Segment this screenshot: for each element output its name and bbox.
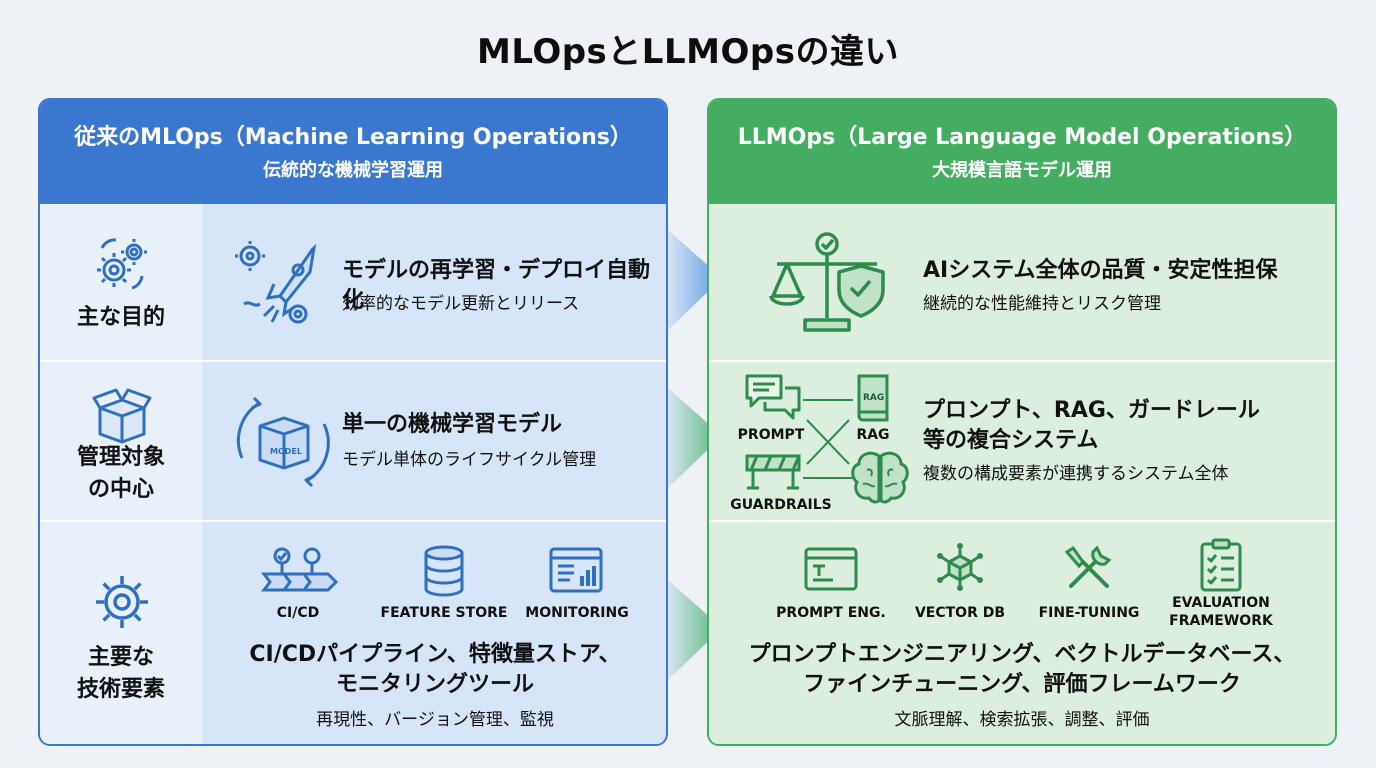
prompt-label: PROMPT xyxy=(737,427,805,443)
mlops-row-purpose: 主な目的 モデルの再学習・デプロイ自動化 効率的なモデル更新とリリース xyxy=(40,204,666,360)
category-target-label-2: の中心 xyxy=(87,477,154,502)
category-target: 管理対象 の中心 xyxy=(40,362,202,520)
mlops-tech-title-1: CI/CDパイプライン、特徴量ストア、 xyxy=(249,642,621,667)
llmops-tech-title-2: ファインチューニング、評価フレームワーク xyxy=(803,672,1241,697)
gear-icon xyxy=(96,576,148,628)
mlops-purpose-content: モデルの再学習・デプロイ自動化 効率的なモデル更新とリリース xyxy=(202,204,666,360)
category-purpose: 主な目的 xyxy=(40,204,202,360)
terminal-icon xyxy=(804,547,858,591)
tool-vector-db-label: VECTOR DB xyxy=(914,605,1006,621)
tool-prompt-eng-label: PROMPT ENG. xyxy=(776,605,886,621)
category-target-label-1: 管理対象 xyxy=(76,445,165,470)
rocket-gears-icon xyxy=(235,241,317,324)
category-purpose-label: 主な目的 xyxy=(76,305,165,330)
chat-bubbles-icon xyxy=(745,374,801,420)
llmops-purpose-content: AIシステム全体の品質・安定性担保 継続的な性能維持とリスク管理 xyxy=(709,204,1335,360)
llmops-row-target: PROMPT RAG RAG xyxy=(709,362,1335,520)
divider xyxy=(709,360,1335,362)
mlops-target-title: 単一の機械学習モデル xyxy=(342,412,563,437)
arrow-tech xyxy=(668,580,722,680)
pipeline-icon xyxy=(261,547,338,592)
mlops-target-desc: モデル単体のライフサイクル管理 xyxy=(342,450,597,470)
llmops-row-tech: PROMPT ENG. VECTOR DB FINE-TU xyxy=(709,522,1335,744)
llmops-target-title-1: プロンプト、RAG、ガードレール xyxy=(923,398,1260,423)
llmops-target-title-2: 等の複合システム xyxy=(923,428,1099,453)
mlops-header: 従来のMLOps（Machine Learning Operations） 伝統… xyxy=(40,100,666,204)
llmops-tech-title-1: プロンプトエンジニアリング、ベクトルデータベース、 xyxy=(748,642,1296,667)
llmops-target-content: PROMPT RAG RAG xyxy=(709,362,1335,520)
llmops-purpose-title: AIシステム全体の品質・安定性担保 xyxy=(923,258,1278,283)
llmops-row-purpose: AIシステム全体の品質・安定性担保 継続的な性能維持とリスク管理 xyxy=(709,204,1335,360)
llmops-purpose-desc: 継続的な性能維持とリスク管理 xyxy=(923,294,1161,314)
rag-book-text: RAG xyxy=(863,393,884,403)
tool-feature-store-label: FEATURE STORE xyxy=(380,605,508,621)
arrow-purpose xyxy=(668,230,722,330)
tool-eval-framework-label-2: FRAMEWORK xyxy=(1169,613,1273,629)
category-tech: 主要な 技術要素 xyxy=(40,522,202,744)
tool-cicd-label: CI/CD xyxy=(276,605,320,621)
mlops-header-title: 従来のMLOps（Machine Learning Operations） xyxy=(74,125,632,150)
model-cycle-icon: MODEL xyxy=(236,396,330,488)
mlops-row-tech: 主要な 技術要素 CI/CD FEATU xyxy=(40,522,666,744)
guardrail-barrier-icon xyxy=(745,454,801,490)
category-tech-label-2: 技術要素 xyxy=(76,677,165,702)
connections-icon xyxy=(803,399,853,479)
model-box-label: MODEL xyxy=(270,447,302,456)
llmops-header-title: LLMOps（Large Language Model Operations） xyxy=(737,125,1307,150)
wrench-screwdriver-icon xyxy=(1064,545,1112,588)
database-icon xyxy=(424,545,464,597)
balance-shield-icon xyxy=(769,232,885,332)
llmops-target-desc: 複数の構成要素が連携するシステム全体 xyxy=(923,464,1229,484)
vector-cube-icon xyxy=(937,543,983,591)
mlops-tech-content: CI/CD FEATURE STORE MONITORIN xyxy=(202,522,666,744)
mlops-row-target: 管理対象 の中心 MODEL 単一の機械学習モデル モデル単体のライフサイクル管… xyxy=(40,362,666,520)
box-icon xyxy=(92,388,152,444)
divider xyxy=(709,520,1335,522)
mlops-purpose-desc: 効率的なモデル更新とリリース xyxy=(342,294,580,314)
mlops-tech-title-2: モニタリングツール xyxy=(335,672,534,697)
arrow-target xyxy=(668,388,722,488)
page-title: MLOpsとLLMOpsの違い xyxy=(477,32,899,72)
guardrails-label: GUARDRAILS xyxy=(730,497,832,513)
llmops-panel: LLMOps（Large Language Model Operations） … xyxy=(707,98,1337,746)
rag-book-icon: RAG xyxy=(857,374,889,422)
divider xyxy=(40,360,666,362)
gears-icon xyxy=(97,238,147,290)
llmops-header: LLMOps（Large Language Model Operations） … xyxy=(709,100,1335,204)
category-tech-label-1: 主要な xyxy=(87,645,154,670)
tool-eval-framework-label-1: EVALUATION xyxy=(1172,595,1270,611)
tool-monitoring-label: MONITORING xyxy=(525,605,629,621)
divider xyxy=(40,520,666,522)
brain-icon xyxy=(851,451,909,504)
llmops-header-subtitle: 大規模言語モデル運用 xyxy=(932,160,1112,181)
monitoring-icon xyxy=(549,547,603,593)
mlops-panel: 従来のMLOps（Machine Learning Operations） 伝統… xyxy=(38,98,668,746)
mlops-target-content: MODEL 単一の機械学習モデル モデル単体のライフサイクル管理 xyxy=(202,362,666,520)
rag-label: RAG xyxy=(856,427,890,443)
mlops-tech-desc: 再現性、バージョン管理、監視 xyxy=(316,710,554,730)
llmops-tech-desc: 文脈理解、検索拡張、調整、評価 xyxy=(894,710,1150,730)
checklist-icon xyxy=(1200,538,1242,592)
tool-fine-tuning-label: FINE-TUNING xyxy=(1038,605,1140,621)
llmops-tech-content: PROMPT ENG. VECTOR DB FINE-TU xyxy=(709,522,1335,744)
mlops-header-subtitle: 伝統的な機械学習運用 xyxy=(263,160,443,181)
mlops-purpose-title: モデルの再学習・デプロイ自動化 xyxy=(342,258,651,313)
